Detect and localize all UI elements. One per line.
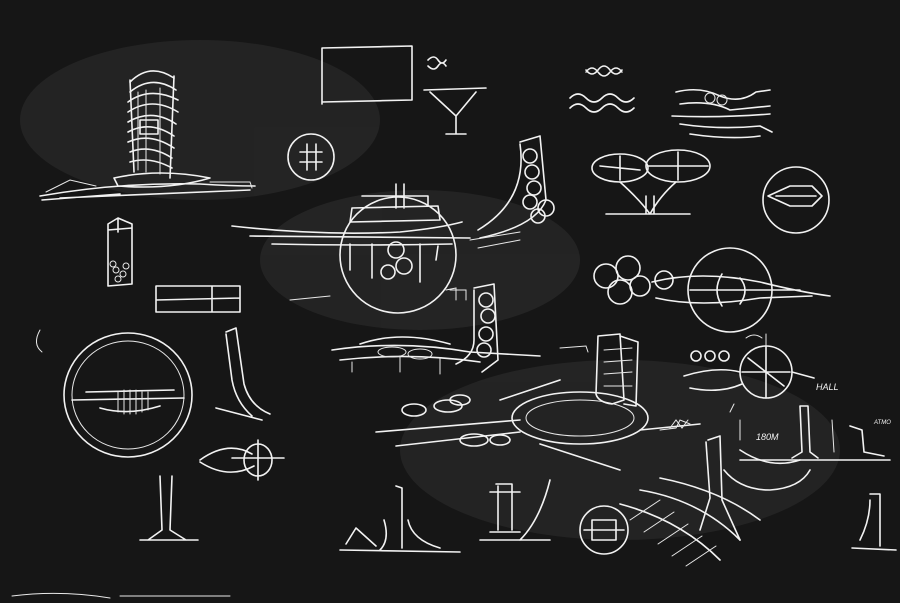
umbrella-canopies-sketch	[591, 149, 711, 215]
perspective-arches-sketch	[579, 435, 897, 567]
disk-cluster-sketch	[593, 247, 831, 333]
scattered-marks-sketch	[11, 287, 735, 599]
emblem-circle-sketch	[762, 166, 830, 234]
pillar-bridge-sketch	[331, 283, 589, 375]
circle-hash-sketch	[287, 133, 335, 181]
hall-label: HALL	[816, 382, 839, 392]
lens-sketch	[199, 439, 285, 481]
wave-symbols-sketch	[569, 65, 635, 113]
tower-profile-sketch: 180M ATMO	[739, 405, 891, 461]
bent-column-sketch	[215, 327, 271, 421]
goblet-sketch	[423, 87, 487, 135]
ellipse-complex-sketch	[375, 333, 701, 471]
dimension-label: 180M	[756, 432, 779, 442]
curved-tower-sketch	[469, 135, 555, 249]
arch-bases-sketch	[339, 479, 551, 553]
flared-pillar-sketch	[139, 475, 199, 541]
chalk-smudges	[20, 40, 840, 540]
spiral-tower-sketch	[39, 70, 256, 201]
hall-circle-sketch: HALL	[683, 333, 839, 399]
flowing-form-sketch	[671, 88, 773, 139]
rectangle-frame-sketch	[321, 45, 447, 105]
column-box-sketch	[107, 217, 133, 287]
central-circle-structure-sketch	[231, 183, 471, 314]
large-circle-bridge-sketch	[36, 329, 193, 458]
elevation-bars-sketch	[155, 285, 241, 313]
right-edge-label: ATMO	[873, 420, 891, 426]
